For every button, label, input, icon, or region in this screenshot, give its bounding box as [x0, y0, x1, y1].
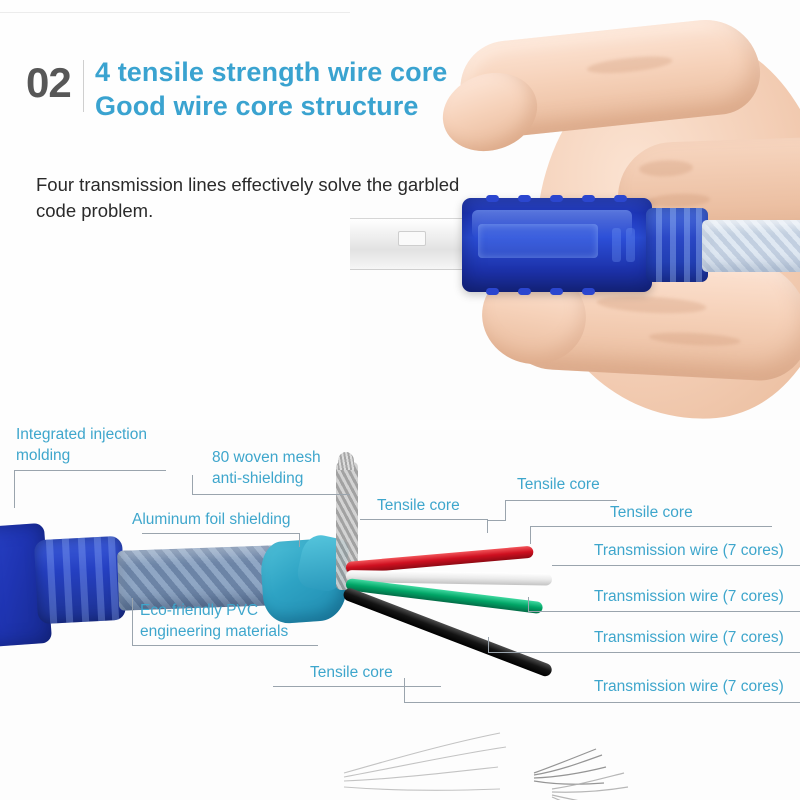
usb-connector-body	[462, 195, 652, 295]
leader-tensile-core-2-h	[505, 500, 617, 501]
callout-transmission-wire-1: Transmission wire (7 cores)	[594, 542, 784, 559]
leader-aluminum-foil-v	[299, 533, 300, 547]
leader-tensile-core-2-v	[505, 500, 506, 520]
leader-tensile-core-4-h	[273, 686, 441, 687]
leader-transmission-wire-3-v	[488, 637, 489, 653]
leader-transmission-wire-4-h	[404, 702, 800, 703]
callout-tensile-core-2: Tensile core	[517, 476, 600, 493]
callout-aluminum-foil-shielding: Aluminum foil shielding	[132, 511, 291, 528]
callout-eco-pvc-line2: engineering materials	[140, 623, 289, 640]
callout-woven-mesh-line2: anti-shielding	[212, 470, 304, 487]
cable-structure-photo	[0, 430, 800, 800]
leader-transmission-wire-3-h	[488, 652, 800, 653]
leader-woven-mesh-h	[192, 494, 350, 495]
section-header: 02 4 tensile strength wire core Good wir…	[0, 57, 560, 221]
header-divider	[83, 60, 84, 112]
leader-transmission-wire-1-h	[552, 565, 800, 566]
braided-cable	[702, 220, 800, 272]
leader-transmission-wire-4-v	[404, 678, 405, 703]
leader-tensile-core-3-h	[530, 526, 772, 527]
leader-tensile-core-3-v	[530, 526, 531, 544]
woven-mesh-tip	[338, 452, 354, 470]
usb-connector-photo	[350, 0, 800, 420]
leader-tensile-core-2-h2	[488, 520, 506, 521]
callout-transmission-wire-4: Transmission wire (7 cores)	[594, 678, 784, 695]
callout-eco-pvc-line1: Eco-friendly PVC	[140, 602, 259, 619]
leader-tensile-core-1-v	[487, 519, 488, 533]
leader-eco-pvc-v	[132, 598, 133, 646]
page-title-line1: 4 tensile strength wire core	[95, 57, 448, 87]
callout-integrated-injection-molding-line2: molding	[16, 447, 71, 464]
leader-integrated-injection-molding-v	[14, 470, 15, 508]
leader-eco-pvc-h	[132, 645, 318, 646]
leader-aluminum-foil-h	[142, 533, 300, 534]
page-subtitle: Four transmission lines effectively solv…	[36, 174, 460, 221]
leader-woven-mesh-v	[192, 475, 193, 495]
cable-strain-relief-boot	[33, 535, 127, 625]
leader-transmission-wire-2-h	[528, 611, 800, 612]
callout-transmission-wire-3: Transmission wire (7 cores)	[594, 629, 784, 646]
callout-transmission-wire-2: Transmission wire (7 cores)	[594, 588, 784, 605]
callout-tensile-core-1: Tensile core	[377, 497, 460, 514]
leader-integrated-injection-molding-h	[14, 470, 166, 471]
section-number: 02	[26, 59, 72, 106]
usb-strain-relief	[646, 208, 708, 282]
callout-tensile-core-4: Tensile core	[310, 664, 393, 681]
callout-tensile-core-3: Tensile core	[610, 504, 693, 521]
page-title-line2: Good wire core structure	[95, 91, 419, 121]
callout-woven-mesh-line1: 80 woven mesh	[212, 449, 321, 466]
leader-tensile-core-1-h	[360, 519, 488, 520]
leader-transmission-wire-2-v	[528, 597, 529, 612]
callout-integrated-injection-molding-line1: Integrated injection	[16, 426, 147, 443]
usb-b-plug	[350, 218, 480, 270]
